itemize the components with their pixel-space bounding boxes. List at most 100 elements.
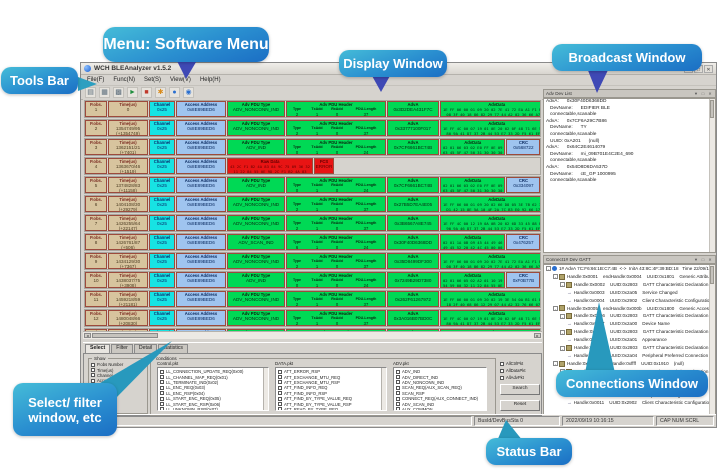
gatt-tree-node[interactable]: -1# AdvA 7C:F6:66:1B:C7:4B <-> InitA 43:… [544,265,715,273]
broadcast-entry-line[interactable]: DevName: TY [546,125,587,131]
broadcast-entry-line[interactable]: AdvA: 0x30F40D6368DD [546,99,607,104]
checkbox-item[interactable]: LL_UNKNOWN_RSP(0x07) [160,407,267,410]
broadcast-entry-line[interactable]: DevName: cE_GP 1000995 [546,171,616,177]
checkbox[interactable] [278,396,282,401]
open-file-icon[interactable]: ▤ [85,87,96,98]
broadcast-list[interactable]: AdvA: 0x30F40D6368DD DevName: EDIFIER BL… [543,98,716,253]
checkbox-item[interactable]: ADV_NONCONN_IND [396,380,485,385]
broadcast-entry-line[interactable]: connectable,scanable [546,112,597,118]
gatt-tree-node[interactable]: →Handle:0x0009 UUID:0x2a01 Appearance [544,336,715,344]
tree-expand-icon[interactable]: - [560,313,565,319]
close-icon[interactable]: ✕ [708,256,712,262]
checkbox[interactable] [278,402,282,407]
tab-statistics[interactable]: statistics [158,344,188,353]
scroll-thumb[interactable] [92,333,158,338]
checkbox[interactable] [91,373,95,378]
reset-button[interactable]: Reset [500,400,540,411]
broadcast-entry-line[interactable]: DevName: EDIFIER BLE [546,105,610,111]
window-control-icon[interactable]: ✕ [704,64,713,73]
checkbox-item[interactable]: LL_START_ENC_RSP(0x06) [160,401,267,407]
checkbox-item[interactable]: ATT_READ_BY_TYPE_REQ [278,407,385,410]
gatt-tree-node[interactable]: →Handle:0x000b UUID:0x2a04 Peripheral Pr… [544,352,715,360]
tree-expand-icon[interactable]: - [553,274,558,280]
checkbox-item[interactable]: AllCtrlPkt [500,360,542,367]
scroll-right-arrow[interactable]: ► [534,333,541,338]
gatt-tree-node[interactable]: →Handle:0x0011 UUID:0x2902 Client Charac… [544,399,715,407]
checkbox[interactable] [278,380,282,385]
checkbox[interactable] [278,375,282,380]
broadcast-entry-line[interactable]: connectable,scanable [546,131,597,137]
checkbox[interactable] [160,375,164,380]
menu-item-sets[interactable]: Set(S) [144,77,162,83]
device-icon[interactable]: ● [169,87,180,98]
checkbox[interactable] [91,368,95,373]
tree-expand-icon[interactable]: - [553,361,558,367]
control-pkt-list[interactable]: LL_CONNECTION_UPDATE_REQ(0x00)LL_CHANNEL… [157,367,269,411]
save-file-icon[interactable]: ▦ [99,87,110,98]
tab-select[interactable]: Select [85,344,111,353]
tree-expand-icon[interactable]: - [553,305,558,311]
menu-item-funcn[interactable]: Func(N) [113,77,136,83]
gatt-tree-node[interactable]: -Handle:0x0001 endHandle:0x0004 UUID:0x1… [544,273,715,281]
checkbox[interactable] [160,407,164,410]
checkbox-item[interactable]: AllDataPkt [500,367,542,374]
broadcast-entry-line[interactable]: connectable,scanable [546,178,597,184]
scroll-left-arrow[interactable]: ◄ [84,333,91,338]
pin-icon[interactable]: ▼ [694,90,698,96]
checkbox-item[interactable]: SCAN_REQ(AUX_SCAN_REQ) [396,385,485,390]
gatt-tree-node[interactable]: →Handle:0x0003 UUID:0x2a05 Service Chang… [544,289,715,297]
checkbox[interactable] [278,369,282,374]
data-list-scrollbar[interactable] [381,368,386,410]
tree-expand-icon[interactable]: - [560,329,565,335]
checkbox[interactable] [160,369,164,374]
checkbox-item[interactable]: ATT_EXCHANGE_MTU_REQ [278,374,385,380]
checkbox[interactable] [396,391,400,396]
broadcast-entry-line[interactable]: UUID: 0xA201 (null) [546,138,600,144]
gatt-tree-node[interactable]: -Handle:0x0006 UUID:0x2803 GATT Characte… [544,312,715,320]
gatt-tree-node[interactable]: -Handle:0x0005 endHandle:0x000b UUID:0x1… [544,305,715,313]
float-icon[interactable]: □ [701,256,705,262]
gatt-tree-node[interactable]: →Handle:0x0004 UUID:0x2902 Client Charac… [544,297,715,305]
menu-item-viewv[interactable]: View(V) [170,77,191,83]
close-icon[interactable]: ✕ [708,90,712,96]
checkbox[interactable] [160,385,164,390]
checkbox[interactable] [396,385,400,390]
broadcast-scrollbar[interactable] [709,99,715,252]
checkbox[interactable] [396,396,400,401]
start-capture-icon[interactable]: ► [127,87,138,98]
broadcast-entry-line[interactable]: DevName: mi_09B701E4C2E4_690 [546,151,634,157]
checkbox-item[interactable]: SCAN_RSP [396,391,485,396]
info-icon[interactable]: ◉ [183,87,194,98]
checkbox[interactable] [396,380,400,385]
checkbox[interactable] [91,362,95,367]
connections-scroll-thumb[interactable] [710,266,714,284]
connections-window-header[interactable]: Connect1# Dev GATT ▼ □ ✕ [543,255,716,264]
broadcast-entry-line[interactable]: AdvA: 0x54D8D6DA537D [546,164,608,170]
checkbox-item[interactable]: AUX_COMMON [396,407,485,410]
checkbox-item[interactable]: ATT_EXCHANGE_MTU_RSP [278,380,385,385]
checkbox[interactable] [160,380,164,385]
checkbox[interactable] [278,407,282,410]
broadcast-entry-line[interactable]: AdvA: 0x7CF6A29C7B86 [546,118,607,124]
settings-gear-icon[interactable]: ✱ [155,87,166,98]
tab-filter[interactable]: Filter [111,344,133,353]
checkbox[interactable] [91,378,95,383]
tree-expand-icon[interactable]: - [560,282,565,288]
broadcast-scroll-thumb[interactable] [710,100,714,118]
checkbox[interactable] [160,391,164,396]
checkbox[interactable] [396,369,400,374]
gatt-tree-node[interactable]: -Handle:0x000a UUID:0x2803 GATT Characte… [544,344,715,352]
stop-capture-icon[interactable]: ■ [141,87,152,98]
gatt-tree-node[interactable]: -Handle:0x0002 UUID:0x2803 GATT Characte… [544,281,715,289]
checkbox-item[interactable]: ADV_IND [396,369,485,374]
